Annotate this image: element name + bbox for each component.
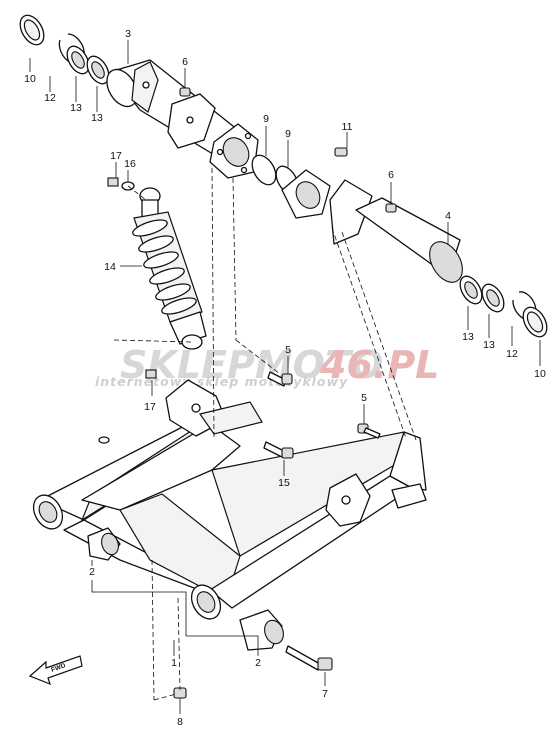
bolt-11: [334, 147, 348, 157]
alignment-lines: [113, 167, 417, 701]
callout-13-left-b: 13: [91, 112, 103, 124]
forward-direction-marker: FWD: [28, 655, 83, 686]
callout-10-right: 10: [534, 368, 546, 380]
callout-1: 1: [171, 657, 177, 669]
callout-15: 15: [278, 477, 290, 489]
callout-2-right: 2: [255, 657, 261, 669]
swingarm: [32, 379, 427, 620]
callout-10-left: 10: [24, 73, 36, 85]
bolt-15-head: [281, 447, 294, 459]
pivot-shaft-right: [275, 147, 548, 338]
nut-17-top: [107, 177, 119, 187]
nut-17-lower: [145, 369, 157, 379]
callout-11: 11: [342, 121, 353, 133]
callout-17-lower: 17: [144, 401, 156, 413]
bolt-5-lower-shank: [363, 427, 381, 439]
watermark-brand-left: SKLEPMOTO: [120, 343, 383, 387]
shock-bottom-eye: [181, 334, 203, 350]
bolt-6-right: [385, 203, 397, 213]
callout-8: 8: [177, 716, 183, 728]
callout-9-right: 9: [285, 128, 291, 140]
leader-lines: [29, 40, 541, 714]
callout-7: 7: [322, 688, 328, 700]
callout-5-lower: 5: [361, 392, 367, 404]
callout-14: 14: [104, 261, 116, 273]
callout-2-left: 2: [89, 566, 95, 578]
dust-seal-left-inner: [23, 19, 41, 41]
bolt-6-left: [179, 87, 191, 97]
callout-9-left: 9: [263, 113, 269, 125]
shock-spring: [132, 219, 197, 315]
fwd-label: FWD: [50, 662, 67, 674]
watermark-tagline: internetowy sklep motocyklowy: [95, 374, 348, 389]
callout-16: 16: [124, 158, 136, 170]
bearing-left-inner-race: [91, 61, 105, 79]
callout-17-top: 17: [110, 150, 122, 162]
callout-6-right: 6: [388, 169, 394, 181]
callout-13-left-a: 13: [70, 102, 82, 114]
callout-12-right: 12: [506, 348, 518, 360]
bolt-7-head: [317, 657, 333, 671]
pivot-shaft-left: [19, 14, 277, 186]
right-shaft-collar: [429, 241, 463, 283]
callout-4: 4: [445, 210, 451, 222]
watermark-brand-right: 46.PL: [319, 343, 439, 387]
callout-6-left: 6: [182, 56, 188, 68]
o-ring-left: [251, 154, 277, 186]
callout-labels: 3 10 12 13 13 6 9 9 11 6 4 17 16 14 5 17…: [24, 28, 546, 728]
bolt-7-shank: [285, 645, 321, 671]
bearing-left-outer-race: [71, 51, 85, 69]
callout-13-right-a: 13: [462, 331, 474, 343]
watermark: SKLEPMOTO 46.PL internetowy sklep motocy…: [95, 343, 439, 389]
fasteners-and-bushings: [87, 369, 381, 699]
forward-arrow-icon: [28, 655, 83, 686]
callout-5-upper: 5: [285, 344, 291, 356]
callout-13-right-b: 13: [483, 339, 495, 351]
callout-3: 3: [125, 28, 131, 40]
callout-12-left: 12: [44, 92, 56, 104]
rear-shock-absorber: [107, 177, 207, 350]
bolt-5-upper-head: [281, 373, 293, 385]
